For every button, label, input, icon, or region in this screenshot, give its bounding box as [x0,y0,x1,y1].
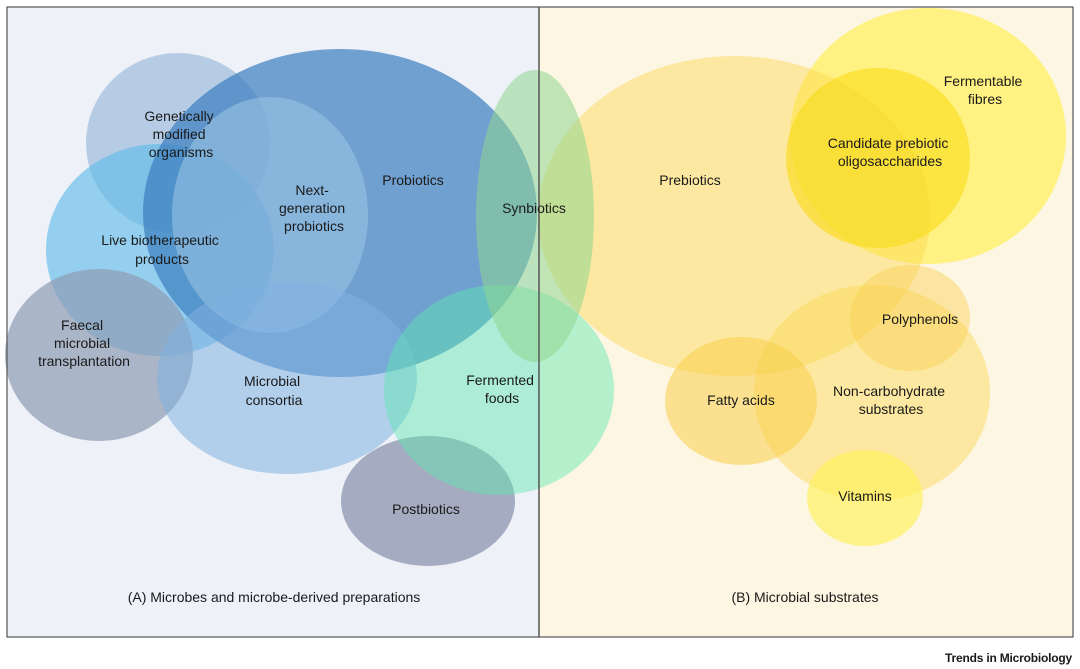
synbiotics-ellipse [476,70,594,362]
vitamins-ellipse [807,450,923,546]
faecal-microbial-transplantation-label: Faecal microbial transplantation [38,317,130,369]
panel-a-caption: (A) Microbes and microbe-derived prepara… [128,589,421,605]
faecal-microbial-transplantation-ellipse [5,269,193,441]
fermented-foods-label: Fermented foods [466,372,538,406]
microbial-consortia-ellipse [157,282,417,474]
polyphenols-ellipse [850,265,970,371]
outer-border [6,6,1074,638]
live-biotherapeutic-products-label: Live biotherapeutic products [101,232,222,267]
vitamins-label: Vitamins [838,488,891,504]
probiotics-label: Probiotics [382,172,443,188]
candidate-prebiotic-oligosaccharides-ellipse [786,68,970,248]
non-carbohydrate-substrates-label: Non-carbohydrate substrates [833,383,949,417]
synbiotics-label: Synbiotics [502,200,566,216]
panel-b-caption: (B) Microbial substrates [731,589,878,605]
genetically-modified-organisms-label: Genetically modified organisms [144,108,217,160]
next-generation-probiotics-ellipse [172,97,368,333]
postbiotics-ellipse [341,436,515,566]
non-carbohydrate-substrates-ellipse [754,285,990,501]
journal-credit: Trends in Microbiology [945,651,1072,665]
fatty-acids-ellipse [665,337,817,465]
candidate-prebiotic-oligosaccharides-label: Candidate prebiotic oligosaccharides [828,135,953,169]
fatty-acids-label: Fatty acids [707,392,775,408]
next-generation-probiotics-label: Next- generation probiotics [279,182,349,234]
prebiotics-label: Prebiotics [659,172,720,188]
fermentable-fibres-label: Fermentable fibres [944,73,1026,107]
postbiotics-label: Postbiotics [392,501,460,517]
polyphenols-label: Polyphenols [882,311,958,327]
microbial-consortia-label: Microbial consortia [244,373,304,408]
